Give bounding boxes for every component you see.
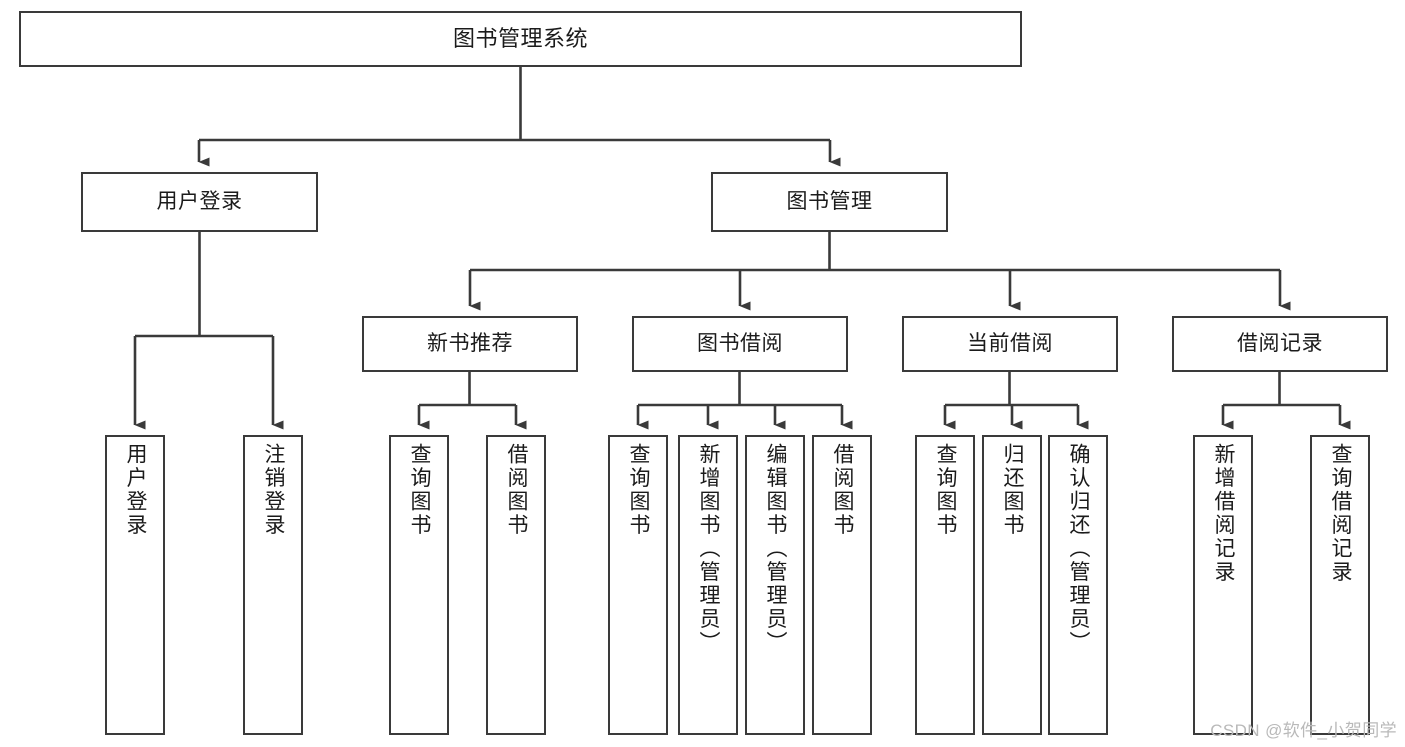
node-leaf-query-book-current[interactable]: 查询图书 [915, 435, 975, 735]
edge-user-login-to-leaves [133, 232, 284, 430]
node-user-login[interactable]: 用户登录 [81, 172, 318, 232]
node-leaf-logout-login-label: 注销登录 [262, 443, 286, 537]
node-leaf-add-borrow-record[interactable]: 新增借阅记录 [1193, 435, 1253, 735]
node-leaf-user-login[interactable]: 用户登录 [105, 435, 165, 735]
node-leaf-add-book-label: 新增图书（管理员） [697, 443, 721, 655]
node-current-borrow-label: 当前借阅 [967, 332, 1053, 356]
node-leaf-confirm-return-label: 确认归还（管理员） [1067, 443, 1091, 655]
node-root-system[interactable]: 图书管理系统 [19, 11, 1022, 67]
csdn-watermark: CSDN @软件_小贺同学 [1210, 721, 1397, 740]
node-leaf-edit-book[interactable]: 编辑图书（管理员） [745, 435, 805, 735]
node-leaf-logout-login[interactable]: 注销登录 [243, 435, 303, 735]
node-leaf-confirm-return[interactable]: 确认归还（管理员） [1048, 435, 1108, 735]
node-book-borrow-label: 图书借阅 [697, 332, 783, 356]
node-user-login-label: 用户登录 [156, 190, 243, 214]
node-leaf-query-book-recommend-label: 查询图书 [408, 443, 432, 537]
edge-book-manage-to-level3 [468, 232, 1291, 311]
node-leaf-query-book-borrow[interactable]: 查询图书 [608, 435, 668, 735]
node-leaf-return-book-label: 归还图书 [1001, 443, 1025, 537]
node-leaf-add-borrow-record-label: 新增借阅记录 [1212, 443, 1236, 584]
node-leaf-borrow-book[interactable]: 借阅图书 [812, 435, 872, 735]
node-leaf-query-borrow-record[interactable]: 查询借阅记录 [1310, 435, 1370, 735]
edge-root-to-level2 [197, 67, 841, 167]
node-new-book-recommend-label: 新书推荐 [427, 332, 513, 356]
node-book-borrow[interactable]: 图书借阅 [632, 316, 848, 372]
node-leaf-edit-book-label: 编辑图书（管理员） [764, 443, 788, 655]
node-leaf-query-book-recommend[interactable]: 查询图书 [389, 435, 449, 735]
node-book-manage-label: 图书管理 [786, 190, 873, 214]
node-leaf-query-book-borrow-label: 查询图书 [627, 443, 651, 537]
node-new-book-recommend[interactable]: 新书推荐 [362, 316, 578, 372]
node-leaf-query-book-current-label: 查询图书 [934, 443, 958, 537]
node-leaf-query-borrow-record-label: 查询借阅记录 [1329, 443, 1353, 584]
node-root-label: 图书管理系统 [452, 26, 588, 52]
edge-current-borrow-to-leaves [943, 372, 1089, 430]
node-current-borrow[interactable]: 当前借阅 [902, 316, 1118, 372]
node-borrow-record-label: 借阅记录 [1237, 332, 1323, 356]
node-leaf-borrow-book-recommend[interactable]: 借阅图书 [486, 435, 546, 735]
node-leaf-borrow-book-recommend-label: 借阅图书 [505, 443, 529, 537]
node-leaf-return-book[interactable]: 归还图书 [982, 435, 1042, 735]
node-leaf-borrow-book-label: 借阅图书 [831, 443, 855, 537]
node-leaf-user-login-label: 用户登录 [124, 443, 148, 537]
node-borrow-record[interactable]: 借阅记录 [1172, 316, 1388, 372]
edge-borrow-record-to-leaves [1221, 372, 1351, 430]
edge-new-book-recommend-to-leaves [417, 372, 527, 430]
node-book-manage[interactable]: 图书管理 [711, 172, 948, 232]
edge-book-borrow-to-leaves [636, 372, 853, 430]
node-leaf-add-book[interactable]: 新增图书（管理员） [678, 435, 738, 735]
